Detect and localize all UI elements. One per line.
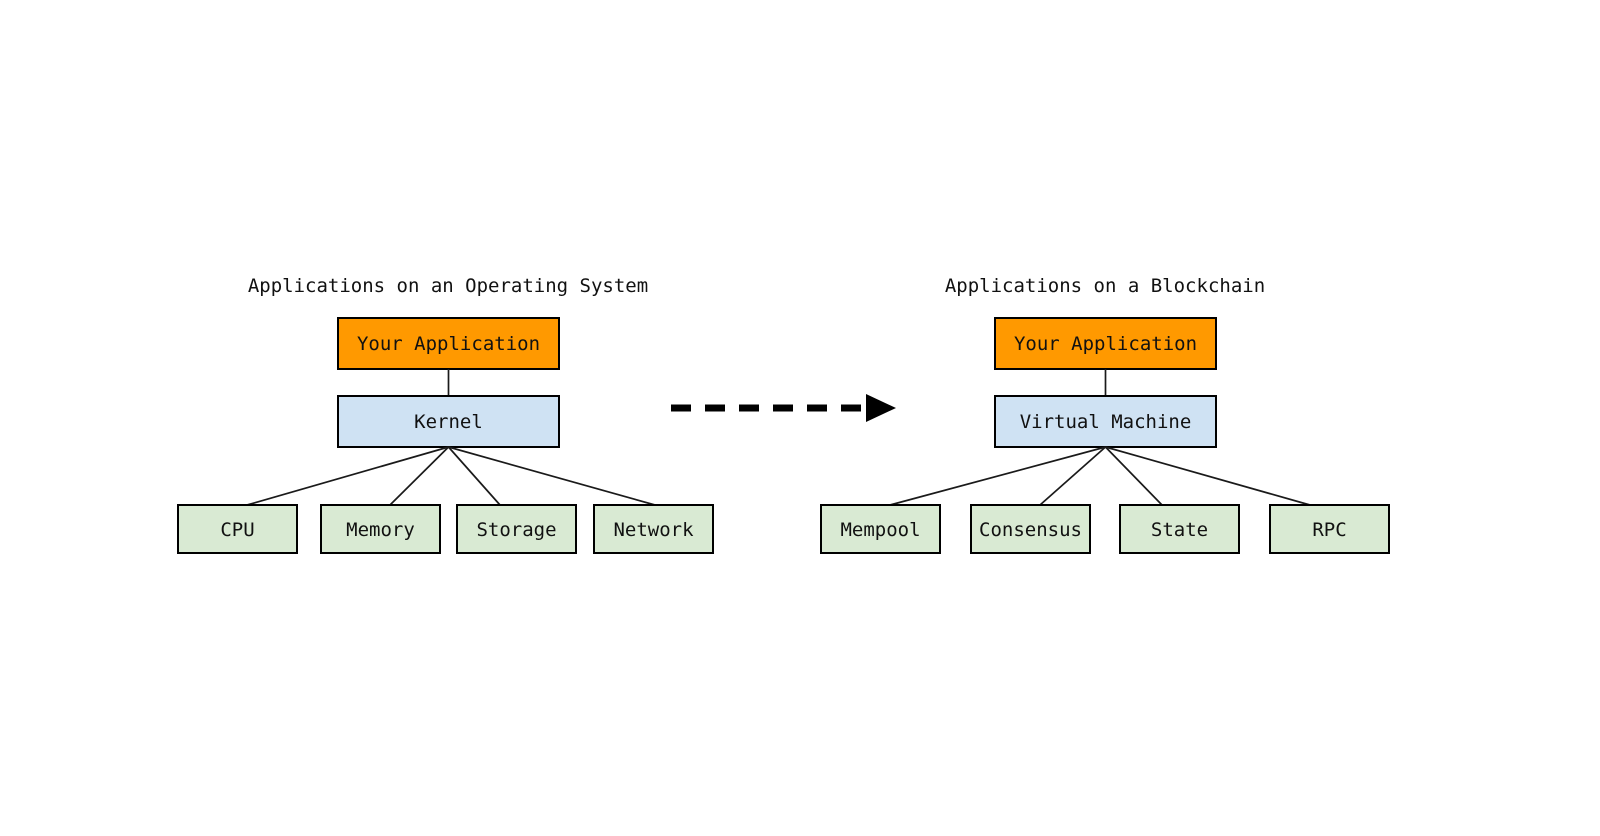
node-os-resource-memory[interactable]: Memory bbox=[320, 504, 441, 554]
node-chain-resource-rpc-label: RPC bbox=[1312, 519, 1346, 541]
edge-vm-to-consensus bbox=[1039, 446, 1107, 506]
node-os-kernel-label: Kernel bbox=[414, 411, 483, 433]
node-chain-resource-mempool-box[interactable] bbox=[820, 504, 941, 554]
node-chain-resource-mempool-label: Mempool bbox=[840, 519, 920, 541]
edge-kernel-to-storage bbox=[447, 446, 501, 506]
edge-kernel-to-cpu bbox=[246, 446, 449, 506]
node-os-application-label: Your Application bbox=[357, 333, 540, 355]
node-os-resource-memory-label: Memory bbox=[346, 519, 415, 541]
node-chain-virtual-machine-label: Virtual Machine bbox=[1020, 411, 1192, 433]
node-chain-application-label: Your Application bbox=[1014, 333, 1197, 355]
node-chain-resource-rpc[interactable]: RPC bbox=[1269, 504, 1390, 554]
node-chain-application-box[interactable] bbox=[994, 317, 1217, 370]
node-os-kernel-box[interactable] bbox=[337, 395, 560, 448]
edge-kernel-to-network bbox=[448, 446, 656, 506]
node-chain-resource-consensus-label: Consensus bbox=[979, 519, 1082, 541]
panel-title-operating-system: Applications on an Operating System bbox=[248, 275, 648, 297]
node-chain-resource-mempool[interactable]: Mempool bbox=[820, 504, 941, 554]
node-os-resource-storage-label: Storage bbox=[476, 519, 556, 541]
node-chain-virtual-machine[interactable]: Virtual Machine bbox=[994, 395, 1217, 448]
node-os-resource-cpu-box[interactable] bbox=[177, 504, 298, 554]
node-chain-application[interactable]: Your Application bbox=[994, 317, 1217, 370]
node-chain-resource-rpc-box[interactable] bbox=[1269, 504, 1390, 554]
panel-operating-system: Applications on an Operating System Your… bbox=[177, 275, 714, 554]
node-os-resource-network-box[interactable] bbox=[593, 504, 714, 554]
node-os-resource-network[interactable]: Network bbox=[593, 504, 714, 554]
node-chain-resource-state-box[interactable] bbox=[1119, 504, 1240, 554]
node-os-resource-cpu-label: CPU bbox=[220, 519, 254, 541]
node-chain-resource-state-label: State bbox=[1151, 519, 1208, 541]
edge-vm-to-rpc bbox=[1105, 446, 1311, 506]
edge-vm-to-state bbox=[1104, 446, 1163, 506]
node-chain-virtual-machine-box[interactable] bbox=[994, 395, 1217, 448]
node-os-kernel[interactable]: Kernel bbox=[337, 395, 560, 448]
node-os-resource-network-label: Network bbox=[613, 519, 694, 541]
node-os-application-box[interactable] bbox=[337, 317, 560, 370]
edge-vm-to-mempool bbox=[889, 446, 1106, 506]
panel-title-blockchain: Applications on a Blockchain bbox=[945, 275, 1265, 297]
node-os-resource-storage[interactable]: Storage bbox=[456, 504, 577, 554]
node-os-resource-cpu[interactable]: CPU bbox=[177, 504, 298, 554]
node-os-application[interactable]: Your Application bbox=[337, 317, 560, 370]
node-chain-resource-consensus[interactable]: Consensus bbox=[970, 504, 1091, 554]
edge-kernel-to-memory bbox=[389, 446, 450, 506]
os-to-blockchain-arrow-head bbox=[866, 394, 896, 422]
node-os-resource-storage-box[interactable] bbox=[456, 504, 577, 554]
node-chain-resource-consensus-box[interactable] bbox=[970, 504, 1091, 554]
node-os-resource-memory-box[interactable] bbox=[320, 504, 441, 554]
os-to-blockchain-arrow bbox=[671, 394, 896, 422]
panel-blockchain: Applications on a Blockchain Your Applic… bbox=[820, 275, 1390, 554]
node-chain-resource-state[interactable]: State bbox=[1119, 504, 1240, 554]
